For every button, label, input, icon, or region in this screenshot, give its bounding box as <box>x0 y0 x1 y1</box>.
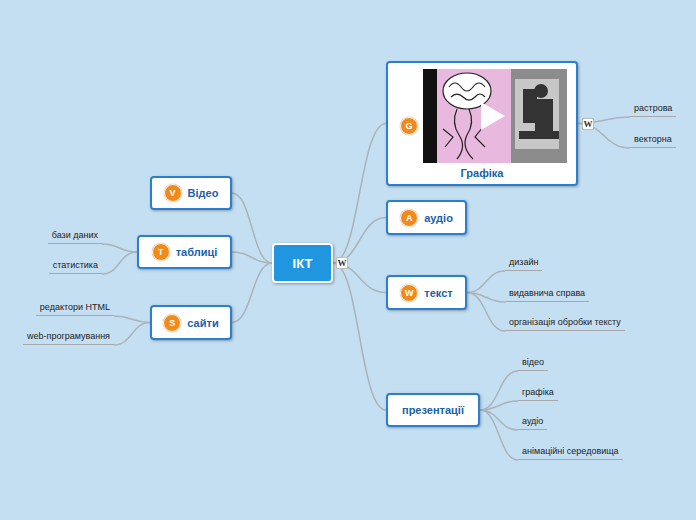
topic-leaf: статистика <box>49 260 102 274</box>
wiki-mark: W <box>582 118 594 130</box>
branch-connector <box>333 263 386 410</box>
branch-connector <box>467 293 505 332</box>
topic-icon: W <box>400 284 418 302</box>
topic-leaf: графіка <box>518 387 558 401</box>
topic-icon: T <box>152 243 170 261</box>
topic-text: презентації <box>402 404 464 416</box>
branch-connector <box>232 252 272 263</box>
topic-leaf: бази даних <box>48 230 102 244</box>
branch-connector <box>114 316 150 323</box>
topic-box: Wтекст <box>386 275 467 310</box>
topic-text: ІКТ <box>293 256 313 271</box>
topic-box: Aаудіо <box>386 200 467 235</box>
topic-text: дизайн <box>509 257 538 267</box>
topic-icon: S <box>163 314 181 332</box>
topic-text: редактори HTML <box>40 302 110 312</box>
topic-text: графіка <box>522 387 554 397</box>
topic-leaf: аудіо <box>518 416 547 430</box>
topic-box: Sсайти <box>150 305 232 340</box>
topic-leaf: редактори HTML <box>36 302 114 316</box>
topic-leaf: web-програмування <box>23 331 114 345</box>
topic-text: векторна <box>634 134 672 144</box>
topic-text: Графіка <box>388 167 576 179</box>
topic-text: web-програмування <box>27 331 110 341</box>
branch-connector <box>102 244 137 252</box>
topic-leaf: видавнича справа <box>505 288 589 302</box>
branch-connector <box>480 410 518 460</box>
branch-connector <box>232 263 272 323</box>
branch-connector <box>480 371 518 410</box>
topic-text: статистика <box>53 260 98 270</box>
branch-connector <box>114 323 150 346</box>
topic-text: таблиці <box>176 246 218 258</box>
topic-text: сайти <box>187 317 218 329</box>
topic-text: відео <box>522 357 544 367</box>
topic-text: організація обробки тексту <box>509 317 621 327</box>
topic-text: аудіо <box>522 416 543 426</box>
branch-connector <box>102 252 137 274</box>
topic-leaf: векторна <box>630 134 676 148</box>
topic-box: V Відео <box>150 176 232 210</box>
topic-icon: V <box>164 184 182 202</box>
topic-box: презентації <box>386 393 480 427</box>
branch-connector <box>232 193 272 263</box>
topic-text: растрова <box>634 103 672 113</box>
central-topic: ІКТ <box>272 243 333 283</box>
branch-connector <box>480 401 518 410</box>
topic-text: видавнича справа <box>509 288 585 298</box>
branch-connector <box>480 410 518 430</box>
branch-connector <box>467 271 505 293</box>
topic-leaf: організація обробки тексту <box>505 317 625 331</box>
topic-text: Відео <box>188 187 219 199</box>
topic-leaf: анімаційні середовища <box>518 446 623 460</box>
topic-text: текст <box>424 287 452 299</box>
branch-connector <box>333 124 386 264</box>
topic-leaf: дизайн <box>505 257 542 271</box>
topic-leaf: відео <box>518 357 548 371</box>
topic-icon: G <box>400 117 418 135</box>
topic-leaf: растрова <box>630 103 676 117</box>
graphic-illustration <box>423 69 567 163</box>
wiki-mark: W <box>336 257 348 269</box>
topic-text: анімаційні середовища <box>522 446 619 456</box>
topic-icon: A <box>400 209 418 227</box>
topic-box: Tтаблиці <box>137 235 232 269</box>
topic-text: бази даних <box>52 230 98 240</box>
topic-text: аудіо <box>424 212 453 224</box>
